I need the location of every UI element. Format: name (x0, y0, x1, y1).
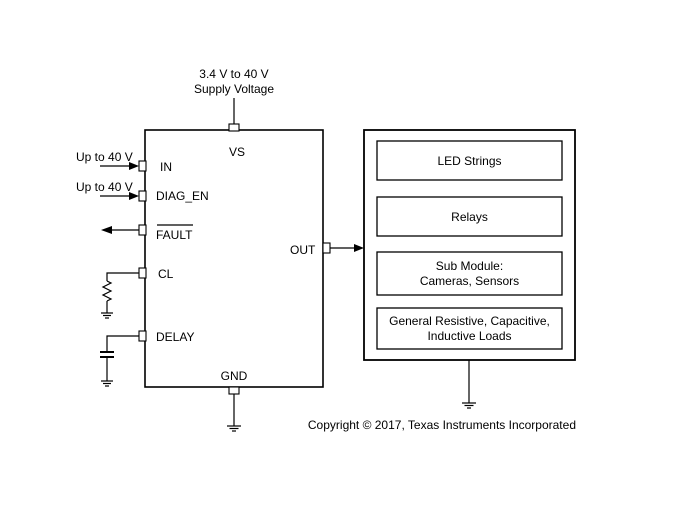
diag-en-voltage-label: Up to 40 V (76, 180, 133, 194)
cl-wire (106, 272, 139, 281)
fault-pin-label: FAULT (156, 228, 193, 242)
load-box-sub-module (376, 251, 563, 296)
gnd-ground-icon (227, 425, 241, 432)
fault-pin (138, 224, 147, 236)
supply-voltage-text: 3.4 V to 40 V (199, 67, 268, 81)
cl-pin-label: CL (158, 267, 174, 281)
delay-pin (138, 330, 147, 342)
diag-en-pin (138, 190, 147, 202)
out-pin (322, 242, 331, 254)
load-general-label: General Resistive, Capacitive, (389, 314, 550, 328)
load-ground-icon (462, 402, 476, 409)
delay-capacitor-icon (100, 351, 114, 358)
diag-en-pin-label: DIAG_EN (156, 189, 209, 203)
cl-ground-icon (101, 312, 113, 319)
diag-en-arrow (129, 192, 139, 200)
load-box-relays (376, 196, 563, 237)
copyright-text: Copyright © 2017, Texas Instruments Inco… (308, 418, 576, 432)
load-box-led-strings (376, 140, 563, 181)
in-arrow (129, 162, 139, 170)
out-arrow (354, 244, 364, 252)
out-pin-label: OUT (290, 243, 316, 257)
load-relays-label: Relays (451, 210, 488, 224)
in-pin-label: IN (160, 160, 172, 174)
delay-ground-icon (101, 380, 113, 387)
in-pin (138, 160, 147, 172)
load-sub-module-detail: Cameras, Sensors (420, 274, 519, 288)
vs-pin-label: VS (229, 145, 245, 159)
load-box-general (376, 307, 563, 350)
load-led-strings-label: LED Strings (437, 154, 501, 168)
delay-pin-label: DELAY (156, 330, 194, 344)
load-sub-module-label: Sub Module: (436, 259, 503, 273)
gnd-pin (228, 386, 240, 395)
load-general-detail: Inductive Loads (427, 329, 511, 343)
fault-arrow (101, 226, 112, 234)
delay-wire (106, 335, 139, 352)
in-voltage-label: Up to 40 V (76, 150, 133, 164)
supply-voltage-label: Supply Voltage (194, 82, 274, 96)
cl-resistor (101, 280, 113, 302)
gnd-pin-label: GND (221, 369, 248, 383)
vs-pin (228, 123, 240, 132)
cl-pin (138, 267, 147, 279)
